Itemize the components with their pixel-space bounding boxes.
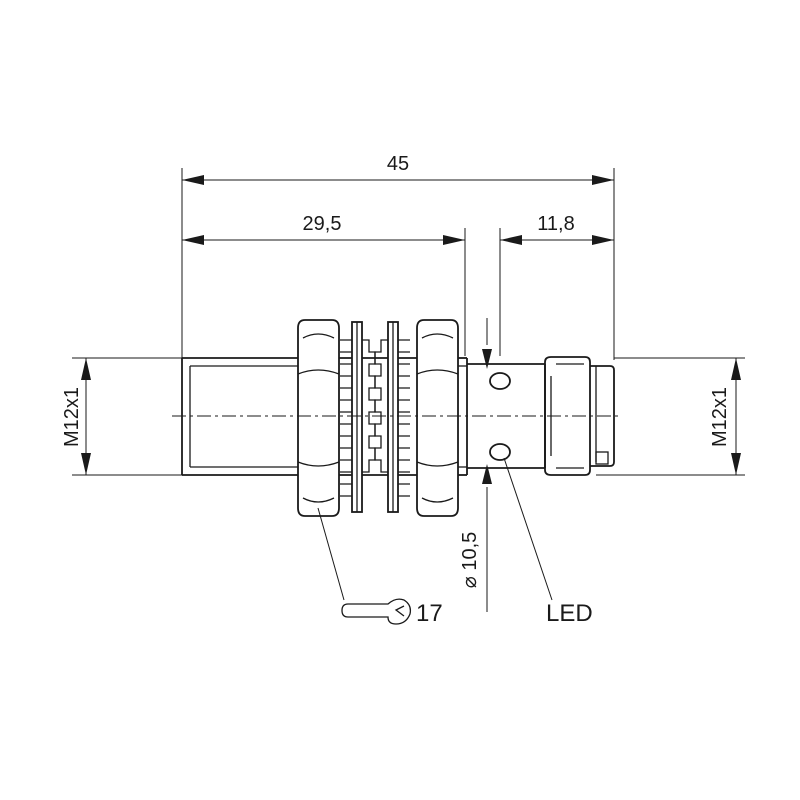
diameter-label: ⌀ 10,5 (459, 532, 481, 589)
dimension-overall-length: 45 (182, 153, 614, 185)
extension-lines (72, 168, 745, 612)
thread-right-label: M12x1 (709, 387, 731, 447)
led-windows (489, 372, 511, 461)
dimension-thread-left: M12x1 (61, 358, 91, 475)
hex-nut-left (297, 319, 340, 517)
dimension-thread-right: M12x1 (709, 358, 741, 475)
connector-length-label: 11,8 (537, 213, 574, 235)
led-label: LED (546, 600, 593, 627)
thread-left-label: M12x1 (61, 387, 83, 447)
hex-nut-right (416, 319, 459, 517)
lock-washer-right (387, 321, 399, 513)
wrench-icon (341, 598, 412, 625)
leader-lines (317, 457, 553, 601)
thread-length-label: 29,5 (303, 213, 342, 235)
overall-length-label: 45 (387, 153, 409, 175)
wrench-size-label: 17 (416, 600, 443, 627)
lock-washer-left (351, 321, 363, 513)
dimension-diameter: ⌀ 10,5 (459, 349, 492, 588)
dimension-connector-length: 11,8 (500, 213, 614, 245)
dimension-thread-length: 29,5 (182, 213, 465, 245)
washer-web (340, 339, 410, 497)
sensor-body (181, 356, 615, 476)
